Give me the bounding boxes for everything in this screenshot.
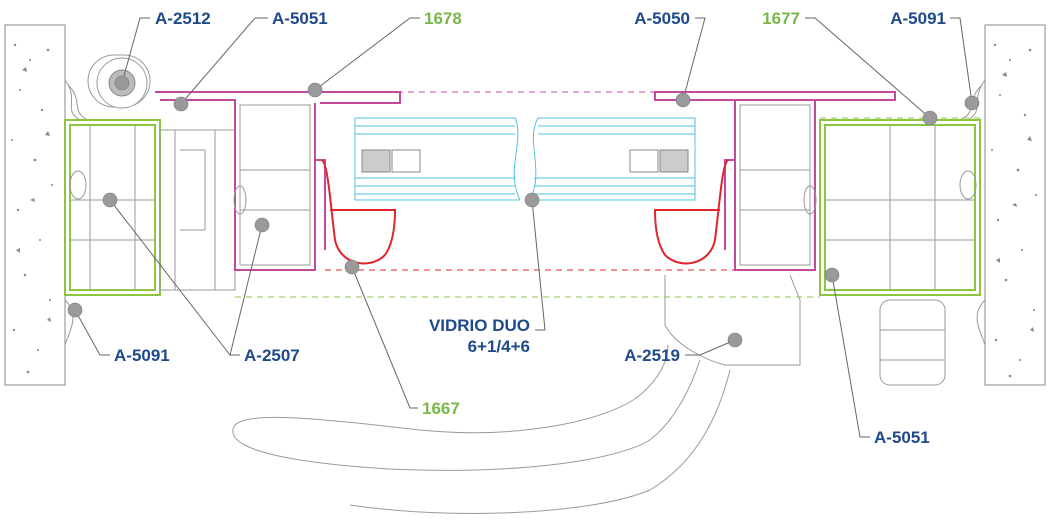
leader-lines bbox=[74, 17, 973, 438]
label-a5091-bottom: A-5091 bbox=[114, 346, 170, 365]
label-a2519: A-2519 bbox=[624, 346, 680, 365]
label-a2507: A-2507 bbox=[244, 346, 300, 365]
callout-dots bbox=[67, 75, 980, 348]
label-1678: 1678 bbox=[424, 9, 462, 28]
glass-unit bbox=[354, 117, 696, 201]
left-frame-profile bbox=[64, 119, 236, 296]
left-wall bbox=[4, 24, 66, 386]
right-sash-profile bbox=[654, 91, 896, 271]
right-glazing-bead bbox=[653, 159, 729, 265]
label-vidrio-line1: VIDRIO DUO bbox=[429, 316, 530, 335]
label-1667: 1667 bbox=[422, 399, 460, 418]
label-1677: 1677 bbox=[762, 9, 800, 28]
right-wall bbox=[984, 24, 1046, 386]
label-a5051-top: A-5051 bbox=[272, 9, 328, 28]
label-vidrio-line2: 6+1/4+6 bbox=[468, 337, 530, 356]
reference-lines bbox=[235, 91, 980, 298]
left-glazing-bead bbox=[321, 159, 397, 265]
label-a5051-bottom: A-5051 bbox=[874, 428, 930, 447]
label-a5050: A-5050 bbox=[634, 9, 690, 28]
window-handle bbox=[232, 274, 801, 514]
left-sash-profile bbox=[155, 91, 401, 271]
label-a5091-top: A-5091 bbox=[890, 9, 946, 28]
label-a2512: A-2512 bbox=[155, 9, 211, 28]
right-frame-profile bbox=[819, 119, 981, 386]
